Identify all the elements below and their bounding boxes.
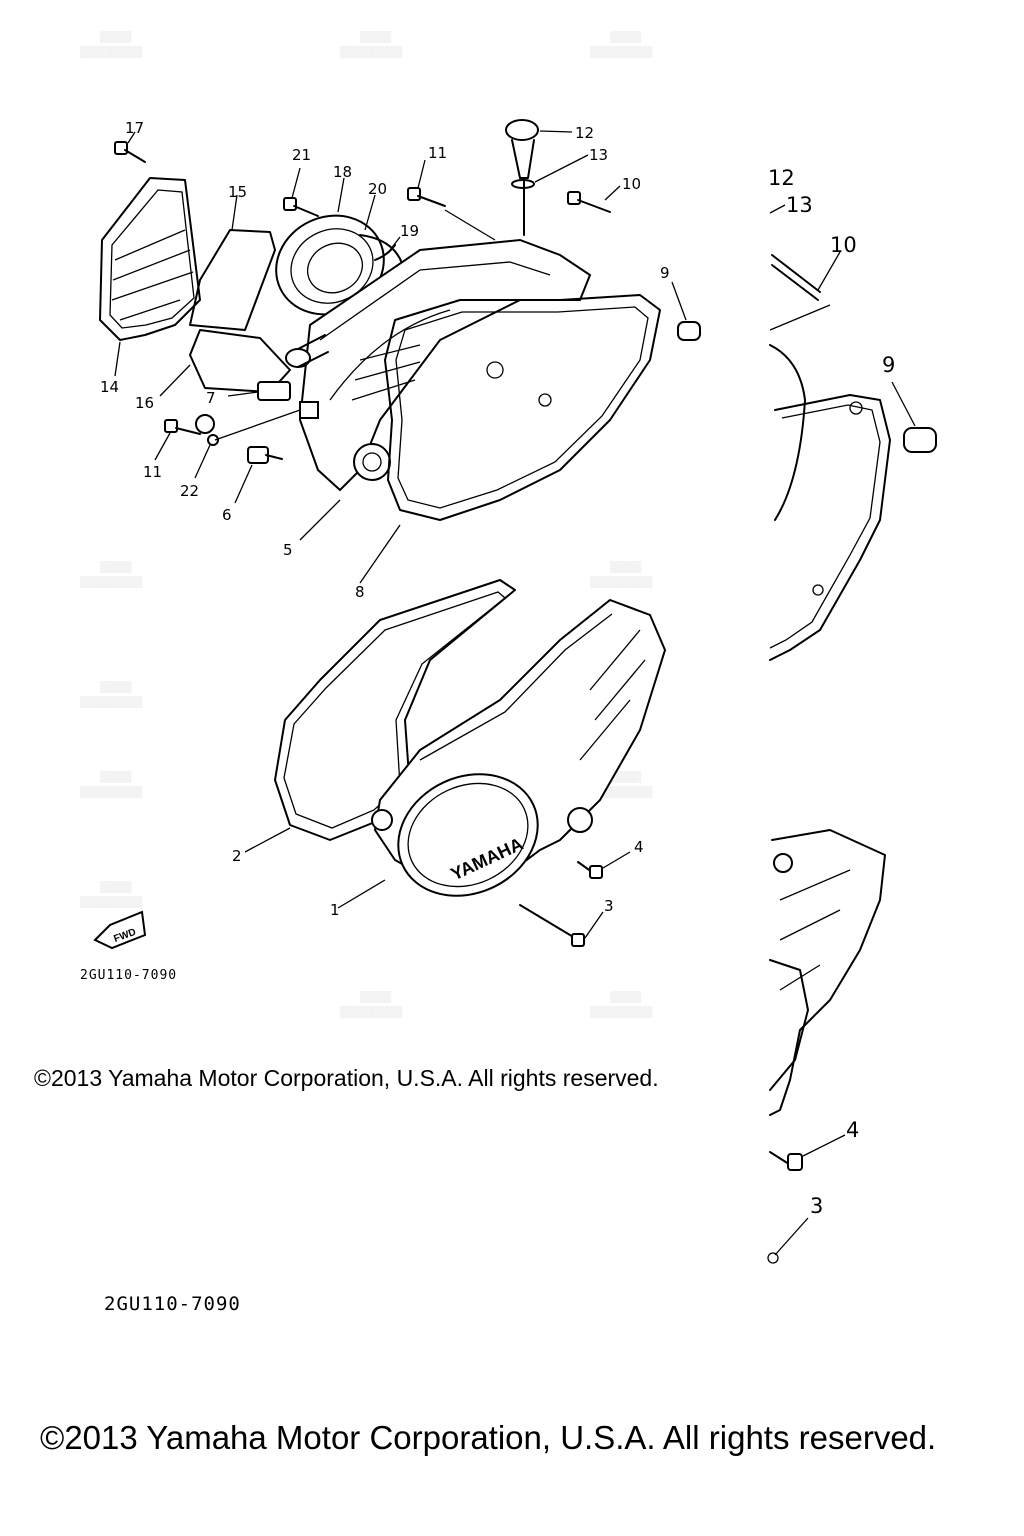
part-3-bolt xyxy=(519,904,604,947)
callout-11-upper: 11 xyxy=(428,144,447,162)
svg-text:▒▒▒▒▒▒▒▒: ▒▒▒▒▒▒▒▒ xyxy=(80,45,143,58)
callout-12: 12 xyxy=(575,124,594,142)
drawing-code: 2GU110-7090 xyxy=(80,968,178,983)
callout-21: 21 xyxy=(292,146,311,164)
svg-text:▒▒▒▒: ▒▒▒▒ xyxy=(100,680,131,693)
zoom-callout-9: 9 xyxy=(882,353,895,377)
part-15-gasket xyxy=(189,194,276,331)
callout-11-lower: 11 xyxy=(143,463,162,481)
callout-17: 17 xyxy=(125,119,144,137)
callout-8: 8 xyxy=(355,583,365,601)
part-9-cap xyxy=(671,281,701,341)
callout-labels: 1 2 3 4 5 6 7 8 9 10 11 11 12 13 14 15 1… xyxy=(100,119,670,919)
svg-text:▒▒▒▒: ▒▒▒▒ xyxy=(610,30,641,43)
svg-text:▒▒▒▒▒▒▒▒: ▒▒▒▒▒▒▒▒ xyxy=(80,895,143,908)
part-4-bolt xyxy=(577,851,631,879)
part-12-dipstick xyxy=(505,119,573,236)
part-6-plug xyxy=(234,446,283,504)
svg-text:▒▒▒▒▒▒▒▒: ▒▒▒▒▒▒▒▒ xyxy=(80,695,143,708)
callout-14: 14 xyxy=(100,378,119,396)
svg-text:▒▒▒▒: ▒▒▒▒ xyxy=(100,560,131,573)
part-11-bolt-lower xyxy=(154,419,201,461)
svg-text:▒▒▒▒: ▒▒▒▒ xyxy=(610,560,641,573)
fwd-arrow-icon: FWD xyxy=(93,910,147,950)
svg-text:▒▒▒▒▒▒▒▒: ▒▒▒▒▒▒▒▒ xyxy=(80,575,143,588)
callout-4: 4 xyxy=(634,838,644,856)
svg-text:▒▒▒▒▒▒▒▒: ▒▒▒▒▒▒▒▒ xyxy=(340,45,403,58)
part-11-bolt-upper xyxy=(407,159,496,241)
drawing-code-zoomed: 2GU110-7090 xyxy=(104,1293,241,1315)
part-14-outer-cover xyxy=(99,177,201,377)
svg-text:▒▒▒▒: ▒▒▒▒ xyxy=(100,30,131,43)
svg-text:▒▒▒▒: ▒▒▒▒ xyxy=(610,770,641,783)
svg-text:▒▒▒▒▒▒▒▒: ▒▒▒▒▒▒▒▒ xyxy=(590,575,653,588)
part-13-o-ring xyxy=(511,154,589,189)
zoom-callout-3: 3 xyxy=(810,1194,823,1218)
part-10-bolt xyxy=(567,185,621,213)
part-8-gasket xyxy=(359,294,661,584)
part-22-clip xyxy=(194,414,219,479)
svg-text:▒▒▒▒: ▒▒▒▒ xyxy=(100,770,131,783)
zoom-callout-10: 10 xyxy=(830,233,857,257)
part-1-crankcase-cover: YAMAHA xyxy=(337,598,667,909)
svg-text:▒▒▒▒▒▒▒▒: ▒▒▒▒▒▒▒▒ xyxy=(590,45,653,58)
svg-text:▒▒▒▒: ▒▒▒▒ xyxy=(360,30,391,43)
svg-text:▒▒▒▒▒▒▒▒: ▒▒▒▒▒▒▒▒ xyxy=(340,1005,403,1018)
callout-22: 22 xyxy=(180,482,199,500)
callout-16: 16 xyxy=(135,394,154,412)
callout-10: 10 xyxy=(622,175,641,193)
callout-7: 7 xyxy=(206,389,216,407)
callout-20: 20 xyxy=(368,180,387,198)
part-5-crankcase-cover xyxy=(298,238,592,541)
callout-15: 15 xyxy=(228,183,247,201)
zoom-callout-13: 13 xyxy=(786,193,813,217)
part-19-clip xyxy=(374,236,401,261)
callout-5: 5 xyxy=(283,541,293,559)
zoomed-detail-strip: 12 13 10 9 4 3 xyxy=(767,166,937,1264)
zoom-callout-4: 4 xyxy=(846,1118,859,1142)
callout-1: 1 xyxy=(330,901,340,919)
part-18-rotor xyxy=(275,177,385,316)
copyright-notice-large: ©2013 Yamaha Motor Corporation, U.S.A. A… xyxy=(40,1419,937,1456)
watermark-pattern: ▒▒▒▒▒▒▒▒▒▒▒▒ ▒▒▒▒▒▒▒▒▒▒▒▒ ▒▒▒▒▒▒▒▒▒▒▒▒ ▒… xyxy=(80,30,653,1018)
callout-18: 18 xyxy=(333,163,352,181)
part-21-bolt xyxy=(283,167,319,217)
part-7-seal xyxy=(214,381,319,441)
part-17-bolt xyxy=(114,131,146,163)
copyright-notice: ©2013 Yamaha Motor Corporation, U.S.A. A… xyxy=(34,1065,659,1091)
svg-text:▒▒▒▒: ▒▒▒▒ xyxy=(100,880,131,893)
callout-19: 19 xyxy=(400,222,419,240)
callout-3: 3 xyxy=(604,897,614,915)
svg-text:▒▒▒▒▒▒▒▒: ▒▒▒▒▒▒▒▒ xyxy=(80,785,143,798)
callout-2: 2 xyxy=(232,847,242,865)
svg-text:▒▒▒▒▒▒▒▒: ▒▒▒▒▒▒▒▒ xyxy=(590,1005,653,1018)
svg-text:▒▒▒▒: ▒▒▒▒ xyxy=(610,990,641,1003)
pipe-stub xyxy=(285,334,329,368)
zoom-callout-12: 12 xyxy=(768,166,795,190)
svg-text:▒▒▒▒: ▒▒▒▒ xyxy=(360,990,391,1003)
callout-9: 9 xyxy=(660,264,670,282)
callout-6: 6 xyxy=(222,506,232,524)
callout-13: 13 xyxy=(589,146,608,164)
